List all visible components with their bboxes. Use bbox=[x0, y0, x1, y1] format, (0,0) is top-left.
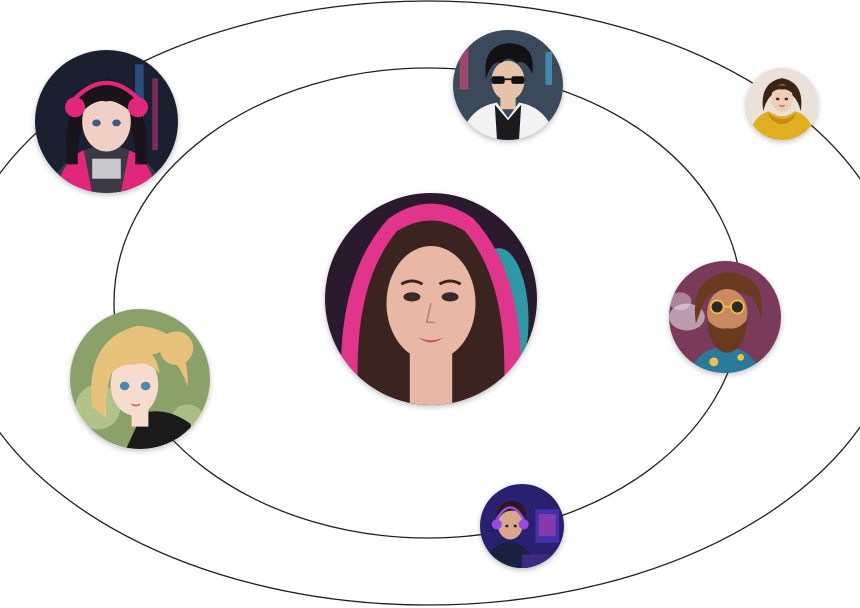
woman-pink-hood-portrait-icon bbox=[325, 193, 537, 405]
top-right-woman-yellow-dress-avatar bbox=[746, 68, 818, 140]
gamer-headphones-icon bbox=[480, 484, 564, 568]
top-left-girl-headphones-avatar bbox=[35, 50, 178, 193]
right-bearded-man-sunglasses-avatar bbox=[669, 261, 781, 373]
blonde-anime-girl-icon bbox=[70, 309, 210, 449]
bottom-gamer-headphones-avatar bbox=[480, 484, 564, 568]
left-blonde-anime-girl-avatar bbox=[70, 309, 210, 449]
center-woman-portrait-avatar bbox=[325, 193, 537, 405]
top-center-boy-sunglasses-avatar bbox=[453, 30, 563, 140]
girl-headphones-neon-jacket-icon bbox=[35, 50, 178, 193]
woman-yellow-dress-icon bbox=[746, 68, 818, 140]
boy-sunglasses-hoodie-icon bbox=[453, 30, 563, 140]
bearded-man-sunglasses-icon bbox=[669, 261, 781, 373]
